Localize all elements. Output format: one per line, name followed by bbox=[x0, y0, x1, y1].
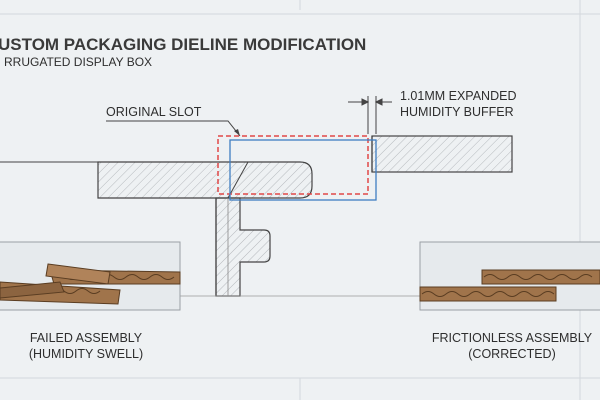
aligned-board-upper bbox=[481, 269, 600, 285]
slot-post bbox=[215, 197, 271, 297]
page-title: USTOM PACKAGING DIELINE MODIFICATION bbox=[0, 35, 366, 54]
left-flap bbox=[97, 161, 313, 199]
buffer-dimension bbox=[348, 96, 392, 134]
buffer-label-line2: HUMIDITY BUFFER bbox=[400, 105, 514, 119]
original-slot-label: ORIGINAL SLOT bbox=[106, 105, 202, 119]
swollen-board-lower bbox=[0, 281, 121, 305]
ok-label-line2: (CORRECTED) bbox=[468, 347, 556, 361]
failed-assembly-panel: FAILED ASSEMBLY (HUMIDITY SWELL) bbox=[0, 241, 181, 361]
buffer-label-line1: 1.01MM EXPANDED bbox=[400, 89, 516, 103]
original-slot-outline bbox=[217, 135, 369, 195]
failed-label-line1: FAILED ASSEMBLY bbox=[30, 331, 143, 345]
original-slot-leader bbox=[106, 120, 241, 137]
page-subtitle: RRUGATED DISPLAY BOX bbox=[4, 55, 152, 69]
swollen-board-upper bbox=[45, 263, 181, 285]
right-panel bbox=[371, 135, 513, 173]
failed-label-line2: (HUMIDITY SWELL) bbox=[29, 347, 143, 361]
modified-slot-outline bbox=[229, 139, 377, 201]
ok-label-line1: FRICTIONLESS ASSEMBLY bbox=[432, 331, 593, 345]
aligned-board-lower bbox=[419, 286, 557, 302]
frictionless-assembly-panel: FRICTIONLESS ASSEMBLY (CORRECTED) bbox=[419, 241, 600, 361]
